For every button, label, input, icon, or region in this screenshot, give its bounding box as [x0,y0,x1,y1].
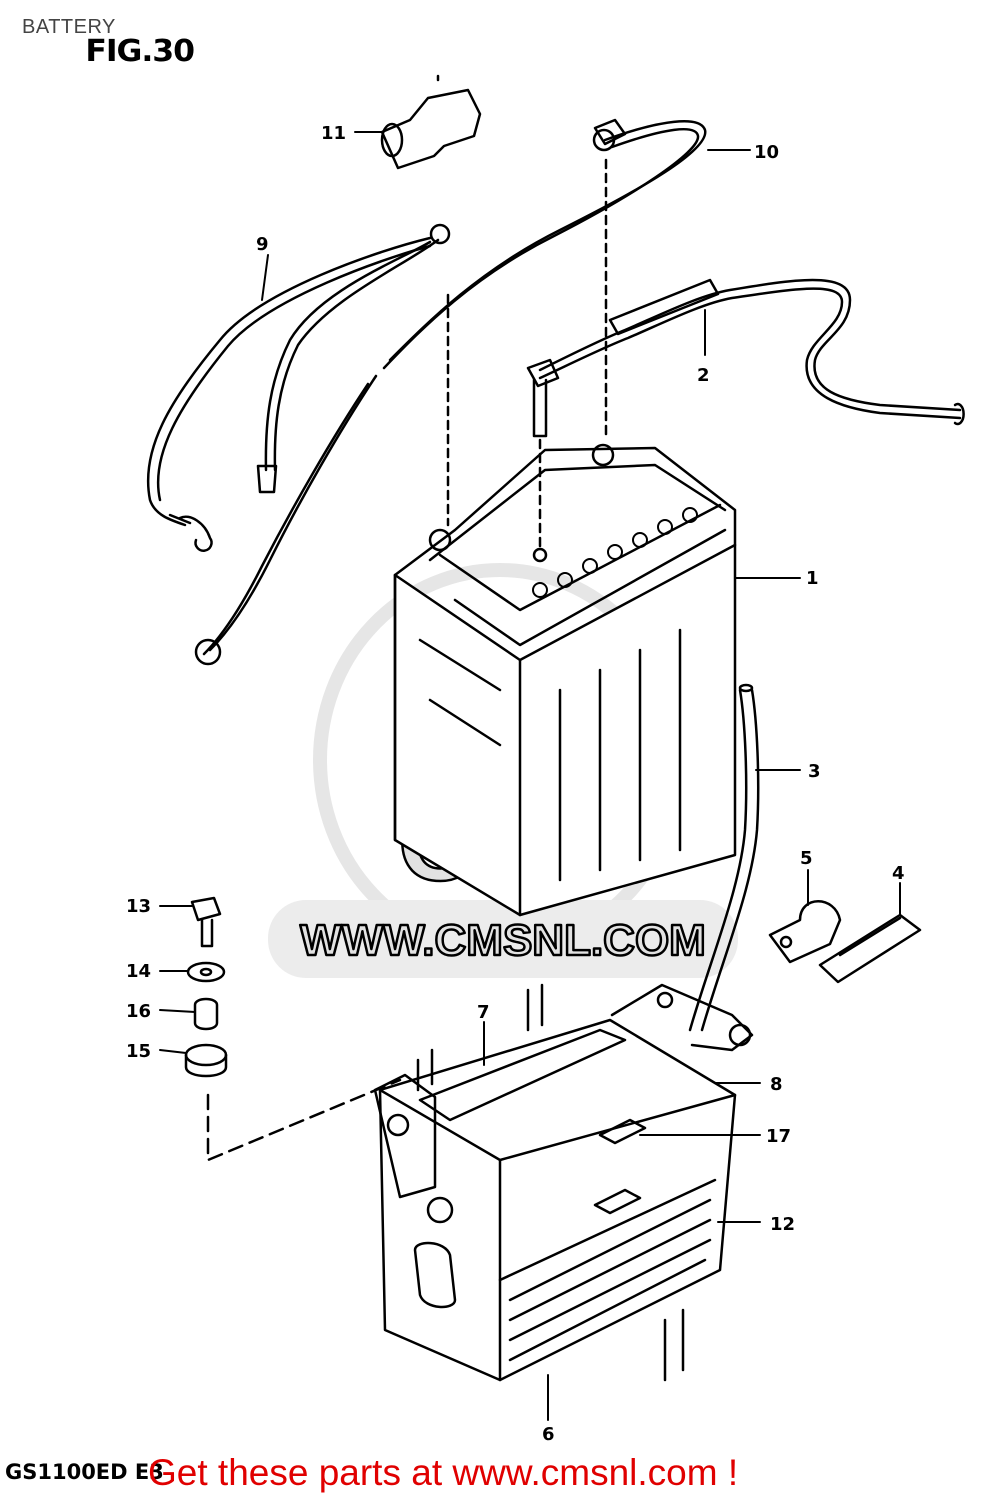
callout-4: 4 [892,863,905,884]
band-4 [818,913,922,984]
callout-14: 14 [126,961,151,982]
callout-5: 5 [800,848,813,869]
callout-6: 6 [542,1424,555,1445]
breather-tube-2 [526,278,965,438]
page-title: BATTERY [22,16,116,38]
callout-9: 9 [256,234,269,255]
battery-1 [393,158,737,917]
clamp-5 [768,900,842,964]
leader-lines [159,131,901,1421]
plate-7 [373,983,627,1199]
bolt-13 [190,896,222,948]
callout-17: 17 [766,1126,791,1147]
callout-13: 13 [126,896,151,917]
grommet-15 [184,1043,402,1162]
cushion-16 [193,997,219,1031]
call-to-action-link[interactable]: Get these parts at www.cmsnl.com ! [148,1452,739,1493]
pad-17 [593,1118,647,1215]
washer-14 [186,961,226,983]
callout-11: 11 [321,123,346,144]
figure-number: FIG.30 [85,34,195,69]
watermark-url: WWW.CMSNL.COM [300,916,706,965]
terminal-cover-11 [380,74,482,170]
callout-10: 10 [754,142,779,163]
callout-15: 15 [126,1041,151,1062]
callout-12: 12 [770,1214,795,1235]
callouts: 1 2 3 4 5 6 7 8 9 10 11 12 13 14 16 15 1… [126,123,905,1445]
bracket-8 [610,983,754,1052]
battery-holder-12 [378,1018,737,1382]
callout-2: 2 [697,365,710,386]
callout-3: 3 [808,761,821,782]
callout-7: 7 [477,1002,490,1023]
battery-cable-10 [194,118,707,666]
callout-16: 16 [126,1001,151,1022]
battery-cable-9 [146,223,451,552]
model-code: GS1100ED E3 [5,1460,164,1484]
vent-tube-3 [688,683,760,1032]
callout-8: 8 [770,1074,783,1095]
callout-1: 1 [806,568,819,589]
